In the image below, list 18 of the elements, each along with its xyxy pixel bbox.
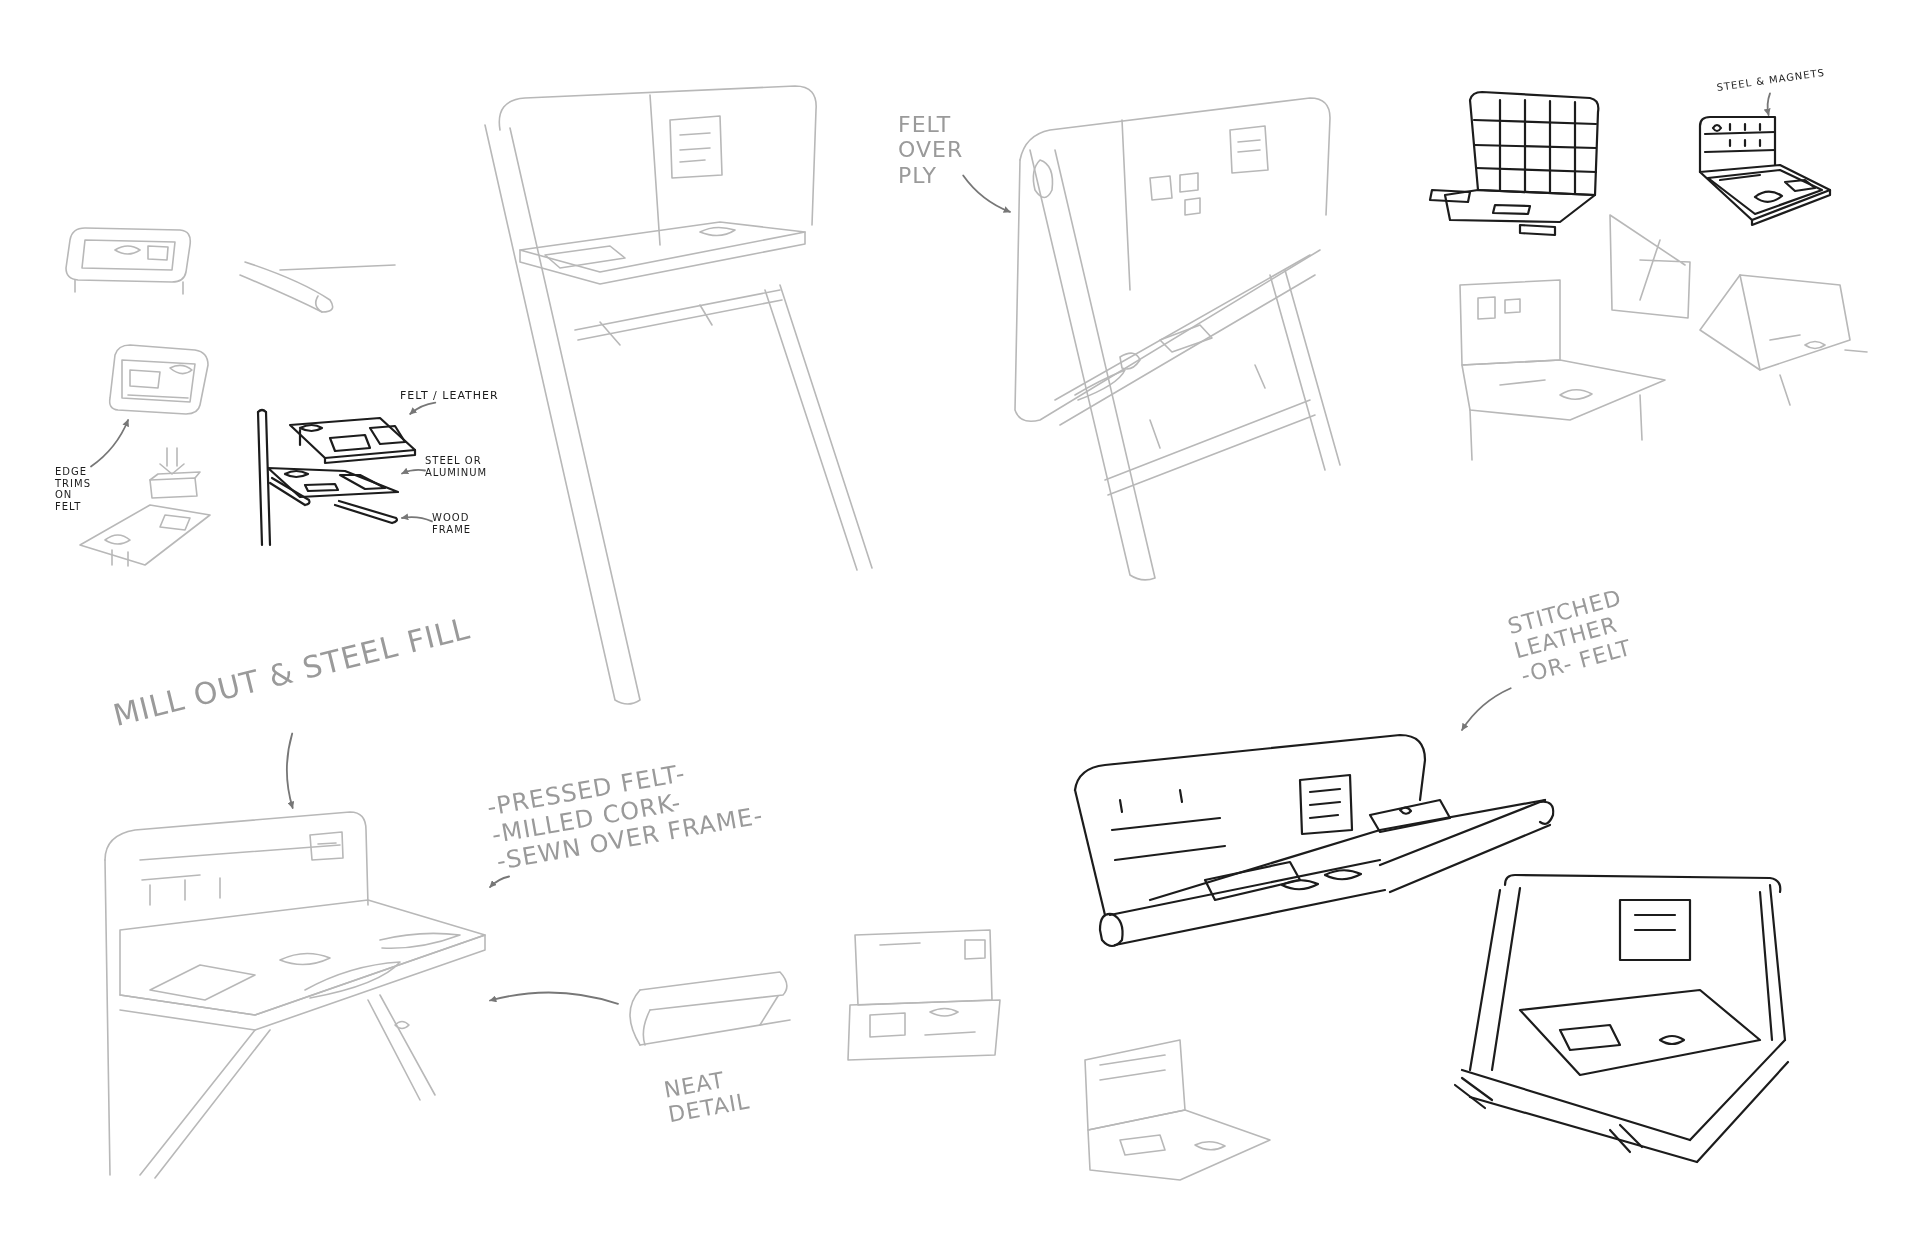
arrow — [1763, 92, 1771, 116]
arrow — [409, 401, 437, 415]
arrow — [401, 513, 433, 523]
arrow — [962, 174, 1011, 213]
annotation-text: WOOD FRAME — [432, 512, 472, 535]
annotation-text: FELT / LEATHER — [400, 390, 499, 403]
arrow — [90, 419, 129, 468]
annotation-text: FELT OVER PLY — [898, 112, 964, 188]
arrow — [401, 467, 426, 475]
annotation-text: EDGE TRIMS ON FELT — [55, 466, 91, 512]
arrow — [1461, 687, 1512, 731]
arrow — [489, 991, 619, 1005]
arrow — [286, 732, 295, 809]
annotation-text: STEEL OR ALUMINUM — [425, 455, 488, 478]
annotation-text: STEEL & MAGNETS — [1716, 66, 1826, 94]
annotation-text: MILL OUT & STEEL FILL — [110, 611, 474, 734]
arrow — [489, 875, 510, 888]
annotation-text: NEAT DETAIL — [662, 1066, 752, 1128]
